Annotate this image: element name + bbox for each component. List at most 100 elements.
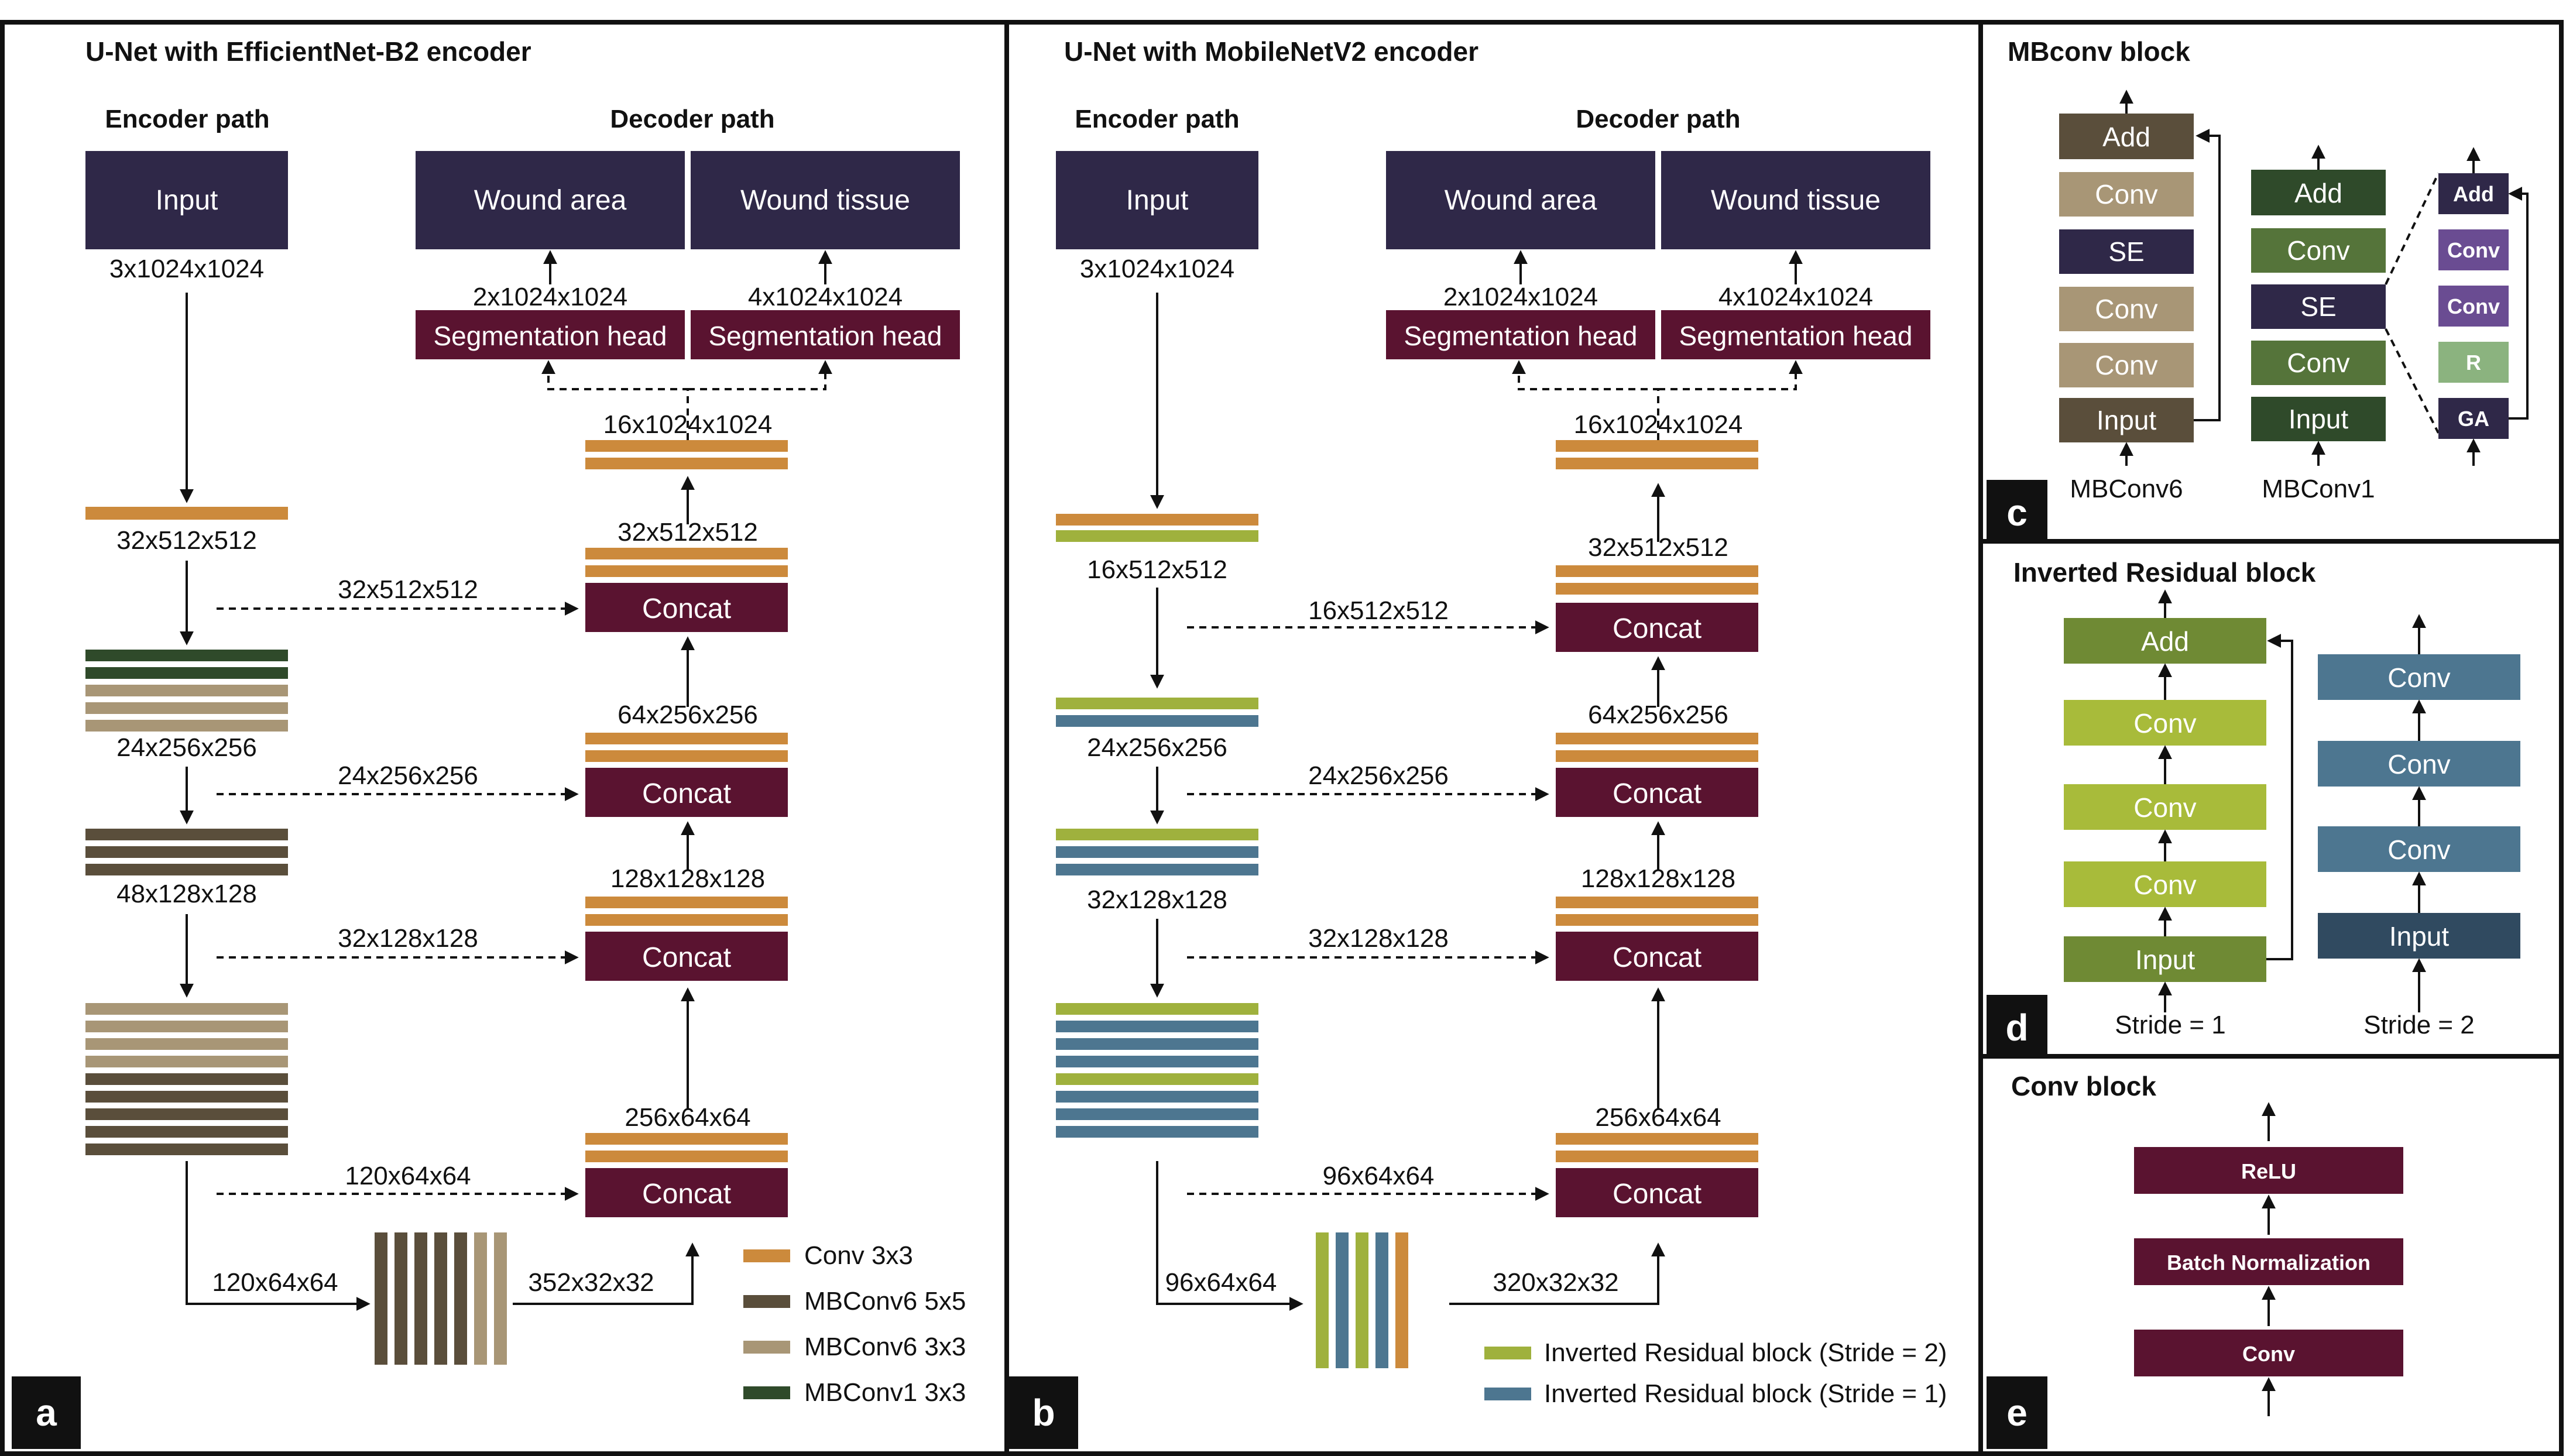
encoder-layer: [85, 685, 288, 696]
decoder-header: Decoder path: [1576, 105, 1740, 133]
concat-block: [1556, 768, 1758, 817]
bottleneck-arrow-out: [1449, 1242, 1665, 1305]
skip-dim: 24x256x256: [1308, 761, 1449, 790]
decoder-conv-layer: [1556, 1151, 1758, 1162]
legend-swatch: [743, 1249, 790, 1262]
encoder-layer: [1056, 715, 1258, 727]
ir-s2-label: Input: [2389, 921, 2450, 952]
input-label: Input: [1126, 185, 1189, 216]
decoder-conv-layer: [1556, 914, 1758, 926]
ir-s1-conv: [2064, 861, 2266, 907]
encoder-header: Encoder path: [105, 105, 269, 133]
encoder-layer: [85, 829, 288, 840]
bottleneck-out-dim: 352x32x32: [528, 1268, 654, 1297]
legend-swatch: [743, 1386, 790, 1399]
encoder-layer: [1056, 1003, 1258, 1015]
conv-block: [2134, 1330, 2403, 1376]
bottleneck-layer: [1316, 1232, 1329, 1368]
encoder-layer: [85, 667, 288, 679]
se-detail-connector: [2385, 328, 2440, 434]
mbconv6-conv: [2059, 343, 2194, 387]
panel-letter-box: [1987, 995, 2047, 1056]
se-label: Conv: [2447, 294, 2500, 318]
encoder-layer: [1056, 1021, 1258, 1032]
se-conv: [2438, 229, 2509, 270]
encoder-layer: [1056, 1108, 1258, 1120]
concat-label: Concat: [642, 942, 731, 973]
concat-block: [585, 1168, 788, 1217]
legend-label: Conv 3x3: [804, 1241, 913, 1270]
decoder-header: Decoder path: [610, 105, 774, 133]
panel-frame-cde: [1978, 20, 2564, 1456]
encoder-layer: [85, 1056, 288, 1067]
head-connector: [1512, 360, 1659, 440]
decoder-conv-layer: [585, 733, 788, 744]
bottleneck-layer: [474, 1232, 487, 1365]
encoder-layer: [85, 1021, 288, 1032]
ir-s1-label: Conv: [2133, 870, 2196, 900]
skip-dim: 32x128x128: [1308, 924, 1449, 953]
concat-block: [585, 583, 788, 632]
segmentation-head: [691, 310, 960, 359]
ir-s2-conv: [2318, 826, 2520, 872]
concat-label: Concat: [1613, 942, 1701, 973]
encoder-layer: [1056, 1091, 1258, 1103]
se-global-avg: [2438, 398, 2509, 439]
legend-swatch: [743, 1295, 790, 1308]
bottleneck-layer: [454, 1232, 467, 1365]
legend-label: MBConv6 3x3: [804, 1333, 966, 1361]
input-label: Input: [156, 185, 218, 216]
concat-block: [1556, 932, 1758, 981]
decoder-conv-layer: [1556, 733, 1758, 744]
mbconv6-caption: MBConv6: [2070, 475, 2183, 503]
segmentation-head-label: Segmentation head: [434, 321, 667, 351]
encoder-layer: [1056, 1073, 1258, 1085]
se-label: GA: [2458, 407, 2489, 431]
panel-d: Inverted Residual block Add Conv Conv Co…: [1987, 557, 2520, 1056]
encoder-layer: [1056, 1038, 1258, 1050]
wound-area-label: Wound area: [474, 185, 627, 216]
encoder-layer: [85, 864, 288, 875]
ir-s2-caption: Stride = 2: [2363, 1011, 2475, 1039]
mbconv6-label: Add: [2102, 122, 2150, 152]
mbconv1-label: Add: [2294, 178, 2342, 208]
bottleneck-arrow-in: [186, 1161, 371, 1311]
bottleneck-arrow-out: [513, 1242, 699, 1305]
ir-s2-label: Conv: [2387, 835, 2450, 865]
ir-s1-residual: [2266, 634, 2293, 960]
mbconv6-conv: [2059, 172, 2194, 217]
mbconv6-label: SE: [2108, 236, 2144, 267]
legend-label: MBConv1 3x3: [804, 1378, 966, 1407]
encoder-dim: 48x128x128: [116, 880, 257, 908]
segmentation-head: [416, 310, 685, 359]
bottleneck-arrow-in: [1156, 1161, 1303, 1311]
panel-e-title: Conv block: [2011, 1071, 2156, 1101]
segmentation-head-label: Segmentation head: [1679, 321, 1913, 351]
legend-label: Inverted Residual block (Stride = 2): [1544, 1338, 1947, 1367]
se-relu: [2438, 342, 2509, 383]
tissue-dim: 4x1024x1024: [1718, 283, 1873, 311]
encoder-layer: [85, 1038, 288, 1050]
decoder-conv-layer: [1556, 897, 1758, 908]
bottleneck-layer: [414, 1232, 427, 1365]
decoder-conv-layer: [585, 1133, 788, 1145]
encoder-layer: [85, 650, 288, 661]
area-dim: 2x1024x1024: [473, 283, 627, 311]
mbconv6-label: Conv: [2095, 179, 2157, 210]
mbconv6-add: [2059, 114, 2194, 159]
input-block: [85, 151, 288, 249]
decoder-conv-layer: [1556, 565, 1758, 577]
mbconv1-label: Conv: [2287, 235, 2349, 266]
decoder-conv-layer: [1556, 583, 1758, 595]
concat-label: Concat: [1613, 1179, 1701, 1210]
ir-s1-conv: [2064, 784, 2266, 830]
encoder-layer: [85, 846, 288, 858]
wound-tissue-label: Wound tissue: [1711, 185, 1881, 216]
panel-c-title: MBconv block: [2008, 36, 2190, 67]
relu-block: [2134, 1147, 2403, 1194]
encoder-layer: [1056, 514, 1258, 526]
area-dim: 2x1024x1024: [1443, 283, 1598, 311]
concat-block: [1556, 1168, 1758, 1217]
mbconv6-label: Input: [2097, 405, 2157, 435]
wound-tissue-output: [691, 151, 960, 249]
